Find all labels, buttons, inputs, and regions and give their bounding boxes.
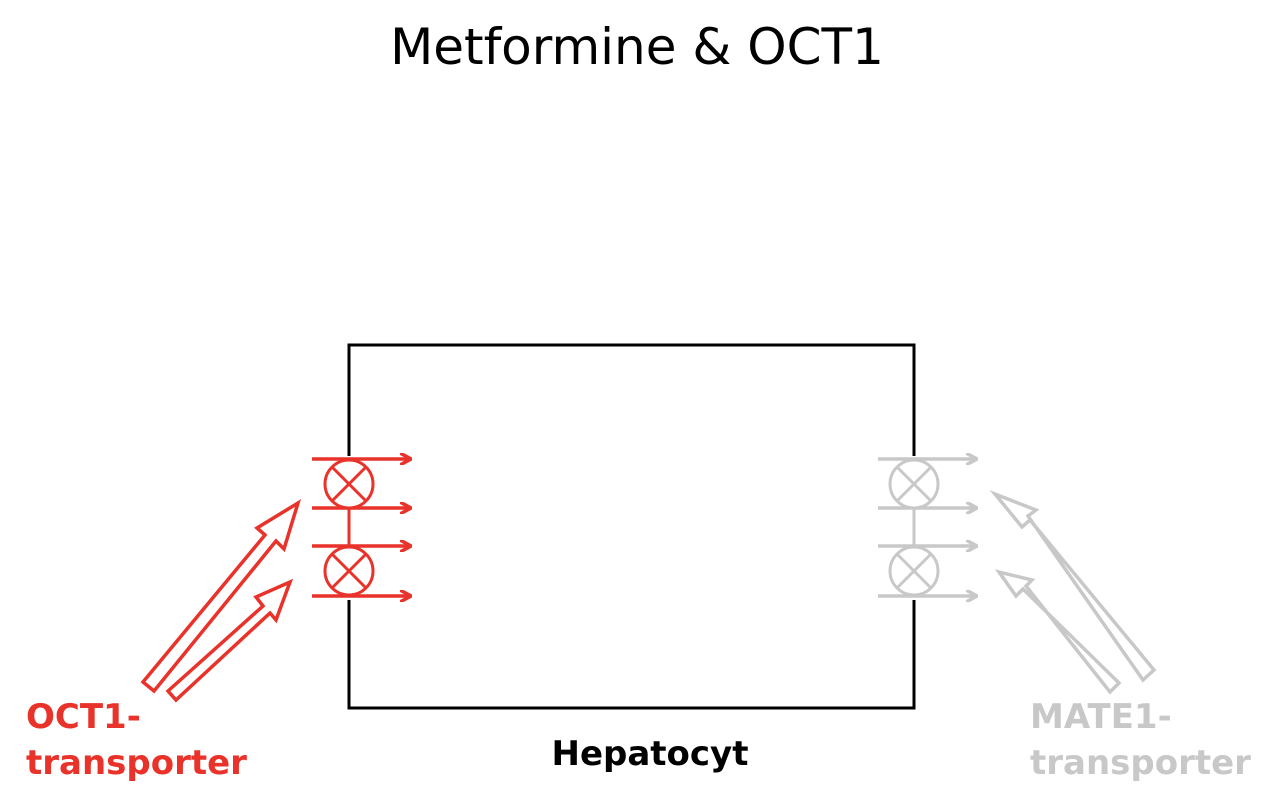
mate1-lower-pump-icon bbox=[878, 546, 976, 596]
oct1-label-line2: transporter bbox=[26, 743, 247, 783]
oct1-transporter-symbol bbox=[312, 456, 410, 600]
mate1-upper-pump-icon bbox=[878, 459, 976, 508]
mate1-transporter-label: MATE1- transporter bbox=[1030, 694, 1251, 786]
mate1-transporter-symbol bbox=[878, 456, 976, 600]
oct1-block-arrow-upper bbox=[140, 499, 302, 694]
hepatocyte-cell-box bbox=[347, 343, 916, 710]
oct1-transporter-label: OCT1- transporter bbox=[26, 694, 247, 786]
mate1-block-arrow-lower bbox=[994, 569, 1122, 695]
mate1-block-arrow-upper bbox=[989, 489, 1157, 683]
oct1-block-arrows bbox=[140, 499, 302, 703]
oct1-block-arrow-lower bbox=[165, 578, 294, 703]
mate1-label-line1: MATE1- bbox=[1030, 697, 1172, 737]
hepatocyte-label: Hepatocyt bbox=[551, 734, 749, 774]
oct1-label-line1: OCT1- bbox=[26, 697, 141, 737]
diagram-title: Metformine & OCT1 bbox=[390, 18, 884, 76]
oct1-lower-pump-icon bbox=[312, 546, 410, 596]
mate1-block-arrows bbox=[989, 489, 1157, 695]
oct1-upper-pump-icon bbox=[312, 459, 410, 508]
mate1-label-line2: transporter bbox=[1030, 743, 1251, 783]
